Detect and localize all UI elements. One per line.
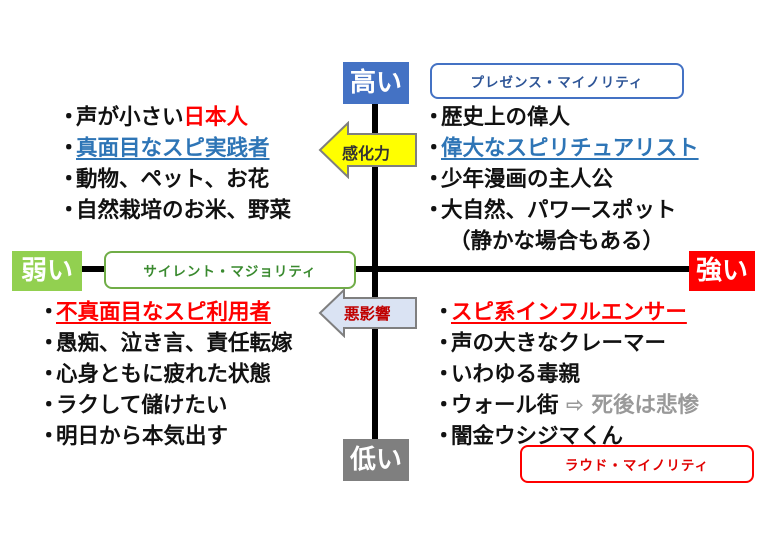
list-item: ・声が小さい日本人 xyxy=(58,105,249,130)
silent-majority-tag: サイレント・マジョリティ xyxy=(104,251,356,289)
list-item: ・愚痴、泣き言、責任転嫁 xyxy=(38,331,293,356)
list-item-note: （静かな場合もある） xyxy=(449,229,665,254)
list-item: ・心身ともに疲れた状態 xyxy=(38,362,272,387)
list-item: ・歴史上の偉人 xyxy=(423,105,571,130)
bad-influence-arrow-label: 悪影響 xyxy=(344,305,391,323)
presence-minority-tag: プレゼンス・マイノリティ xyxy=(430,63,684,99)
list-item: ・不真面目なスピ利用者 xyxy=(38,300,272,325)
list-item: ・明日から本気出す xyxy=(38,424,229,449)
list-item: ・自然栽培のお米、野菜 xyxy=(58,198,292,223)
list-item: ・大自然、パワースポット xyxy=(423,198,677,223)
bottom-left-quadrant-list: ・不真面目なスピ利用者 ・愚痴、泣き言、責任転嫁 ・心身ともに疲れた状態 ・ラク… xyxy=(38,297,293,452)
bad-influence-arrow-icon xyxy=(318,288,417,338)
list-item: ・真面目なスピ実践者 xyxy=(58,136,270,161)
list-item: ・スピ系インフルエンサー xyxy=(433,300,687,325)
pole-low-label: 低い xyxy=(343,439,409,481)
top-left-quadrant-list: ・声が小さい日本人 ・真面目なスピ実践者 ・動物、ペット、お花 ・自然栽培のお米… xyxy=(58,102,291,226)
pole-weak-label: 弱い xyxy=(12,251,82,291)
pole-strong-label: 強い xyxy=(689,251,755,291)
list-item: ・闇金ウシジマくん xyxy=(433,424,624,449)
list-item: ・声の大きなクレーマー xyxy=(433,331,667,356)
list-item: ・ウォール街 ⇨ 死後は悲惨 xyxy=(433,393,700,418)
vertical-axis xyxy=(372,70,378,455)
list-item: ・少年漫画の主人公 xyxy=(423,167,614,192)
pole-high-label: 高い xyxy=(343,62,409,104)
list-item: ・動物、ペット、お花 xyxy=(58,167,270,192)
list-item: ・偉大なスピリチュアリスト xyxy=(423,136,699,161)
horizontal-axis xyxy=(20,266,748,272)
sense-arrow-label: 感化力 xyxy=(342,144,391,163)
list-item: ・いわゆる毒親 xyxy=(433,362,581,387)
sense-arrow-icon xyxy=(318,121,417,179)
top-right-quadrant-list: ・歴史上の偉人 ・偉大なスピリチュアリスト ・少年漫画の主人公 ・大自然、パワー… xyxy=(423,102,699,257)
loud-minority-tag: ラウド・マイノリティ xyxy=(520,445,754,483)
right-arrow-icon: ⇨ xyxy=(566,393,585,418)
list-item: ・ラクして儲けたい xyxy=(38,393,228,418)
bottom-right-quadrant-list: ・スピ系インフルエンサー ・声の大きなクレーマー ・いわゆる毒親 ・ウォール街 … xyxy=(433,297,699,452)
